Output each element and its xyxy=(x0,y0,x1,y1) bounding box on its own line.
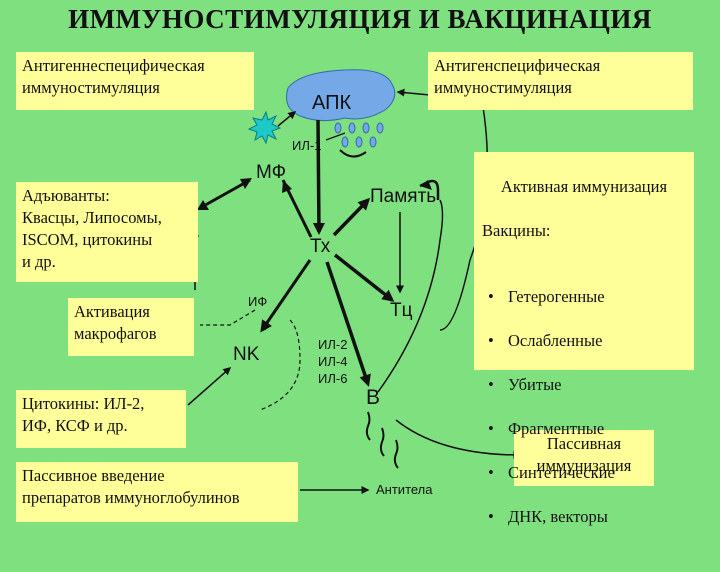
vaccine-item: Фрагментные xyxy=(482,418,686,440)
cytokines-box: Цитокины: ИЛ-2, ИФ, КСФ и др. xyxy=(16,390,186,448)
vaccine-item: Ослабленные xyxy=(482,330,686,352)
node-tc: Тц xyxy=(390,300,413,321)
node-antibodies: Антитела xyxy=(376,482,433,497)
label-if: ИФ xyxy=(248,294,268,309)
antigen-icon xyxy=(247,110,282,145)
active-immunization-heading: Активная иммунизация xyxy=(500,177,668,196)
node-memory: Память xyxy=(370,186,437,207)
macrophage-activation-box: Активация макрофагов xyxy=(68,298,194,356)
apk-cell-shape xyxy=(286,69,396,122)
node-apk: АПК xyxy=(312,92,352,114)
apk-receptors xyxy=(334,122,384,148)
apk-smile xyxy=(339,149,367,158)
node-th: Тх xyxy=(310,236,331,257)
vaccine-item: Синтетические xyxy=(482,462,686,484)
label-il1: ИЛ-1 xyxy=(292,138,322,153)
page-title: ИММУНОСТИМУЛЯЦИЯ И ВАКЦИНАЦИЯ xyxy=(68,4,652,34)
vaccines-heading: Вакцины: xyxy=(482,221,551,240)
node-nk: NK xyxy=(233,344,260,365)
specific-stimulation-box: Антигенспецифическая иммуностимуляция xyxy=(428,52,693,110)
vaccine-item: ДНК, векторы xyxy=(482,506,686,528)
vaccine-list: Гетерогенные Ослабленные Убитые Фрагмент… xyxy=(482,264,686,550)
antibody-squiggles xyxy=(365,411,399,469)
diagram-canvas xyxy=(187,69,522,494)
nonspecific-stimulation-box: Антигеннеспецифическая иммуностимуляция xyxy=(16,52,254,110)
passive-intro-box: Пассивное введение препаратов иммуноглоб… xyxy=(16,462,298,522)
vaccine-item: Гетерогенные xyxy=(482,286,686,308)
vaccine-item: Убитые xyxy=(482,374,686,396)
adjuvants-box: Адъюванты: Квасцы, Липосомы, ISCOM, цито… xyxy=(16,182,198,282)
node-mf: МФ xyxy=(256,162,287,183)
active-immunization-box: Активная иммунизация Вакцины: Гетерогенн… xyxy=(474,152,694,528)
label-il-group: ИЛ-2 ИЛ-4 ИЛ-6 xyxy=(318,337,348,386)
node-b: В xyxy=(366,386,381,409)
